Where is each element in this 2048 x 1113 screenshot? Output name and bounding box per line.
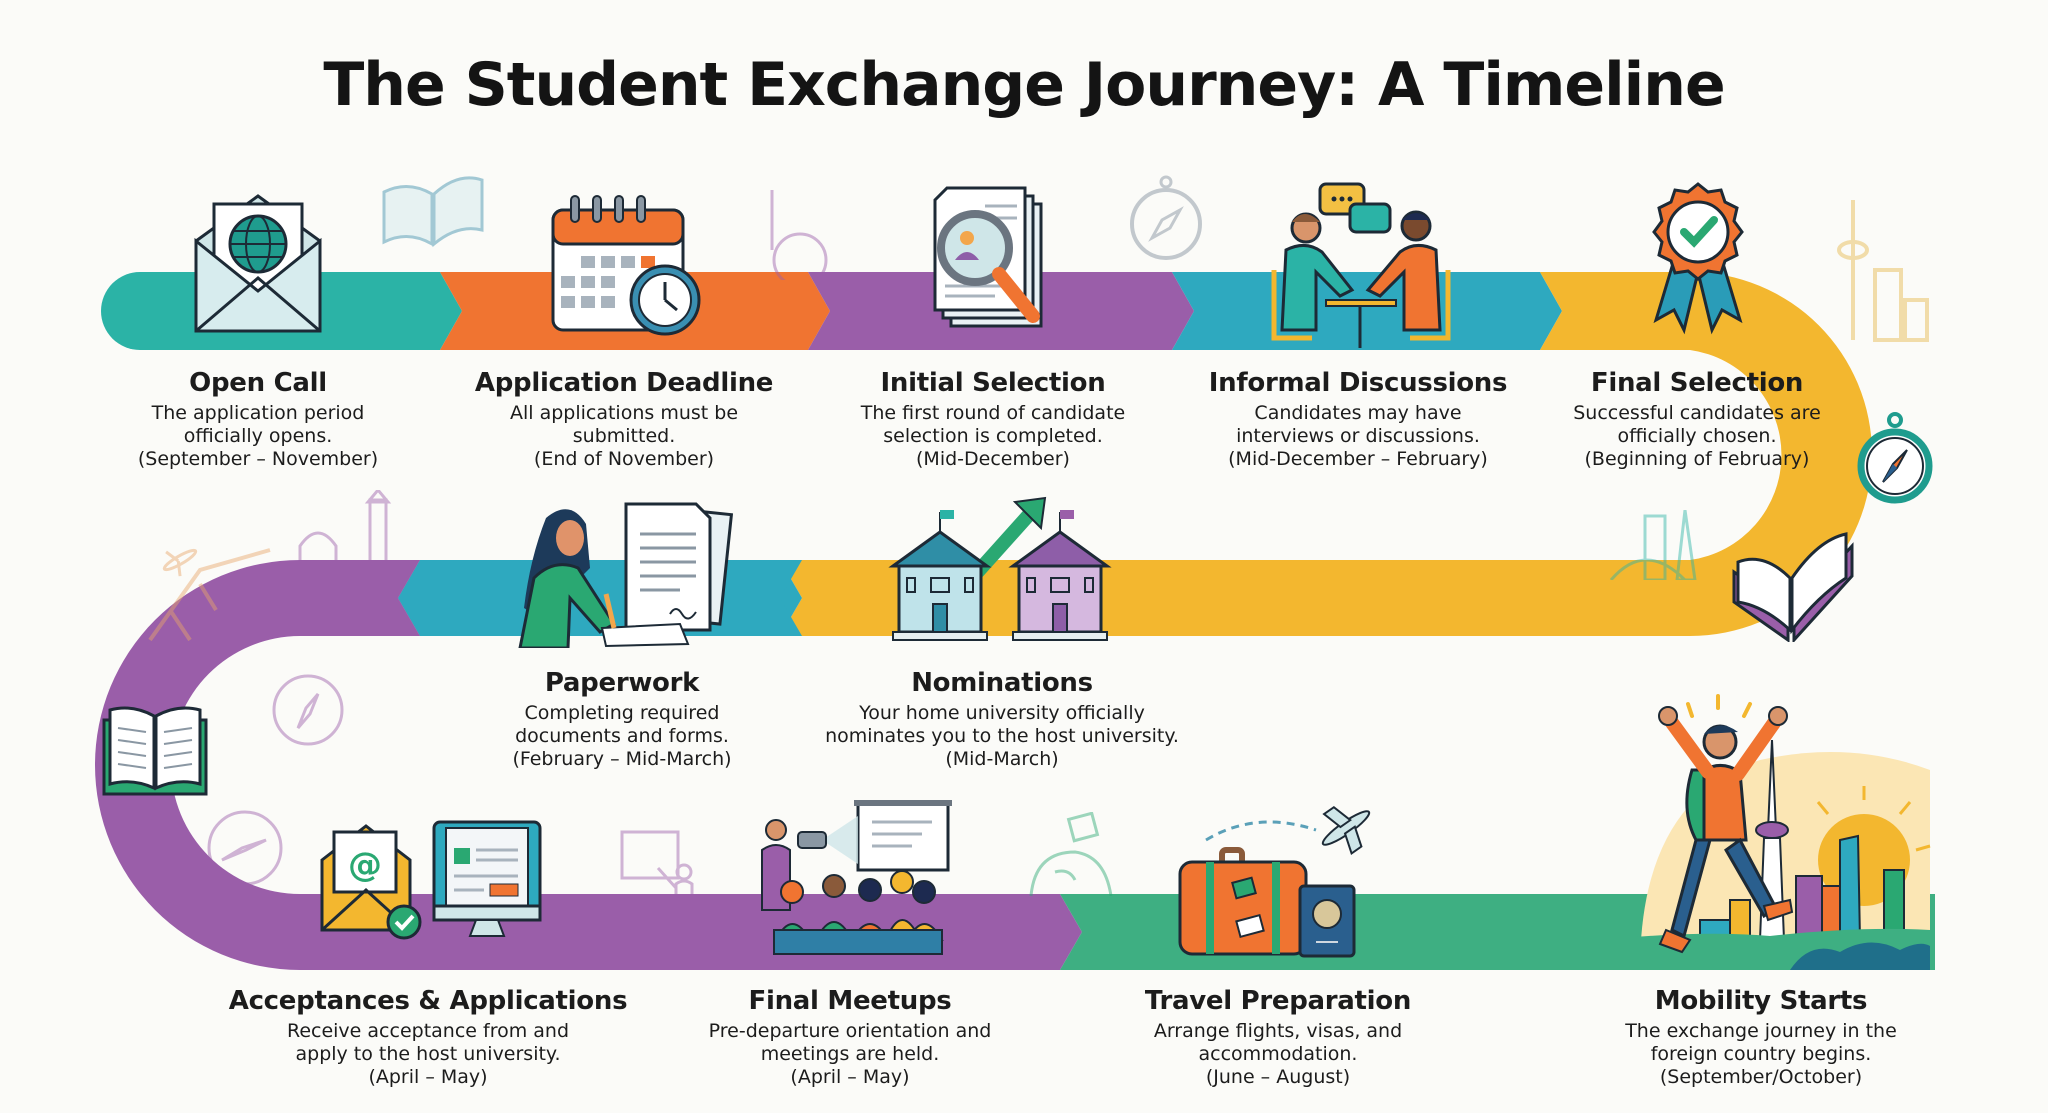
step-title: Nominations xyxy=(911,668,1093,698)
step-period: (June – August) xyxy=(1205,1066,1351,1088)
open-book-icon xyxy=(102,706,208,796)
suitcase-passport-plane-icon xyxy=(1178,805,1371,958)
step-period: (Mid-December) xyxy=(916,448,1070,470)
landmark-skyline-icon xyxy=(770,190,828,280)
globe-outline-icon xyxy=(1029,812,1113,896)
step-description: submitted. xyxy=(572,425,676,447)
step-mobility-starts: Mobility Starts The exchange journey in … xyxy=(1625,986,1897,1089)
step-title: Final Meetups xyxy=(748,986,952,1016)
step-period: (Mid-March) xyxy=(945,748,1059,770)
step-open-call: Open Call The application period officia… xyxy=(138,368,378,471)
step-period: (April – May) xyxy=(368,1066,488,1088)
step-period: (September – November) xyxy=(137,448,379,470)
step-title: Final Selection xyxy=(1590,368,1804,398)
step-description: Pre-departure orientation and xyxy=(708,1020,992,1042)
universities-arrow-icon xyxy=(888,496,1112,641)
svg-text:@: @ xyxy=(348,845,382,885)
step-final-selection: Final Selection Successful candidates ar… xyxy=(1573,368,1821,471)
step-nominations: Nominations Your home university officia… xyxy=(825,668,1179,771)
step-description: Your home university officially xyxy=(859,702,1145,724)
step-travel-preparation: Travel Preparation Arrange flights, visa… xyxy=(1145,986,1411,1089)
presentation-outline-icon xyxy=(620,830,694,908)
step-paperwork: Paperwork Completing required documents … xyxy=(512,668,731,771)
step-final-meetups: Final Meetups Pre-departure orientation … xyxy=(709,986,992,1089)
step-description: Receive acceptance from and xyxy=(286,1020,570,1042)
calendar-clock-icon xyxy=(551,195,701,336)
envelope-globe-icon xyxy=(194,194,322,333)
step-title: Mobility Starts xyxy=(1654,986,1868,1016)
step-description: interviews or discussions. xyxy=(1236,425,1480,447)
step-description: apply to the host university. xyxy=(295,1043,561,1065)
compass-icon xyxy=(272,674,344,746)
step-description: meetings are held. xyxy=(760,1043,940,1065)
step-title: Application Deadline xyxy=(474,368,774,398)
page-title: The Student Exchange Journey: A Timeline xyxy=(323,50,1725,120)
step-description: officially opens. xyxy=(183,425,333,447)
email-monitor-icon: @ xyxy=(320,820,542,940)
presentation-audience-icon xyxy=(761,800,952,955)
step-period: (Mid-December – February) xyxy=(1228,448,1488,470)
open-book-icon xyxy=(382,176,484,248)
traveler-city-skyline-icon xyxy=(1600,694,1931,970)
magnifier-documents-icon xyxy=(933,186,1043,328)
step-informal-discussions: Informal Discussions Candidates may have… xyxy=(1208,368,1508,471)
compass-icon xyxy=(1857,412,1933,504)
landmark-skyline-icon xyxy=(1609,510,1697,580)
conversation-people-icon xyxy=(1271,182,1451,348)
compass-icon xyxy=(207,810,283,886)
step-description: accommodation. xyxy=(1198,1043,1358,1065)
step-description: Candidates may have xyxy=(1254,402,1462,424)
open-book-icon xyxy=(1732,532,1854,642)
step-period: (February – Mid-March) xyxy=(512,748,732,770)
step-acceptances-applications: Acceptances & Applications Receive accep… xyxy=(229,986,628,1089)
step-description: The application period xyxy=(151,402,365,424)
award-ribbon-check-icon xyxy=(1652,182,1744,335)
step-description: officially chosen. xyxy=(1617,425,1777,447)
step-title: Initial Selection xyxy=(880,368,1106,398)
step-description: nominates you to the host university. xyxy=(825,725,1179,747)
step-title: Paperwork xyxy=(544,668,700,698)
step-period: (September/October) xyxy=(1659,1066,1863,1088)
landmark-skyline-icon xyxy=(148,490,392,642)
step-description: The first round of candidate xyxy=(860,402,1126,424)
step-description: The exchange journey in the xyxy=(1625,1020,1897,1042)
step-title: Travel Preparation xyxy=(1144,986,1412,1016)
step-description: selection is completed. xyxy=(883,425,1103,447)
step-description: foreign country begins. xyxy=(1650,1043,1872,1065)
step-title: Informal Discussions xyxy=(1208,368,1508,398)
compass-icon xyxy=(1130,175,1202,260)
step-period: (Beginning of February) xyxy=(1584,448,1810,470)
step-initial-selection: Initial Selection The first round of can… xyxy=(861,368,1125,471)
step-description: Successful candidates are xyxy=(1573,402,1821,424)
step-description: All applications must be xyxy=(509,402,739,424)
step-description: Arrange flights, visas, and xyxy=(1153,1020,1403,1042)
person-signing-documents-icon xyxy=(518,502,734,648)
step-title: Acceptances & Applications xyxy=(228,986,628,1016)
step-period: (April – May) xyxy=(790,1066,910,1088)
step-title: Open Call xyxy=(189,368,327,398)
step-description: Completing required xyxy=(524,702,720,724)
step-description: documents and forms. xyxy=(515,725,729,747)
landmark-skyline-icon xyxy=(1837,200,1929,342)
step-period: (End of November) xyxy=(533,448,715,470)
step-application-deadline: Application Deadline All applications mu… xyxy=(474,368,774,471)
